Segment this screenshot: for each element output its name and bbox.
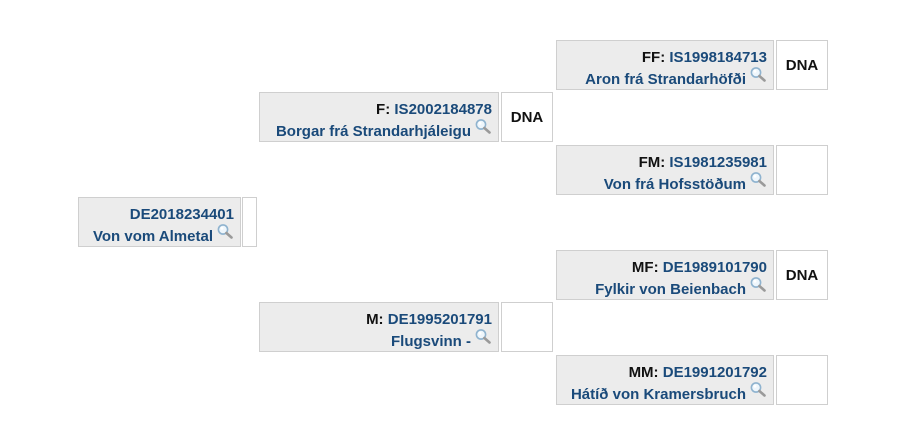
- dam-id-link[interactable]: DE1995201791: [387, 311, 492, 328]
- dam-dna-box: [501, 302, 553, 352]
- sire-card: F: IS2002184878 Borgar frá Strandarhjále…: [259, 92, 499, 142]
- dam-dam-role-label: MM:: [628, 364, 659, 381]
- dam-dam-id-link[interactable]: DE1991201792: [662, 364, 767, 381]
- dam-name-link[interactable]: Flugsvinn -: [391, 333, 471, 350]
- sire-dna-box: DNA: [501, 92, 553, 142]
- dam-sire-dna-label: DNA: [785, 266, 819, 284]
- magnifier-icon[interactable]: [749, 171, 767, 187]
- sire-dam-role-label: FM:: [638, 154, 666, 171]
- sire-sire-dna-box: DNA: [776, 40, 828, 90]
- magnifier-icon[interactable]: [474, 118, 492, 134]
- subject-id-link[interactable]: DE2018234401: [129, 206, 234, 223]
- magnifier-icon[interactable]: [749, 276, 767, 292]
- sire-id-link[interactable]: IS2002184878: [394, 101, 492, 118]
- dam-dam-name-link[interactable]: Hátíð von Kramersbruch: [570, 386, 746, 403]
- sire-role-label: F:: [376, 101, 391, 118]
- sire-sire-id-link[interactable]: IS1998184713: [669, 49, 767, 66]
- subject-name-link[interactable]: Von vom Almetal: [92, 228, 213, 245]
- sire-sire-card: FF: IS1998184713 Aron frá Strandarhöfði: [556, 40, 774, 90]
- magnifier-icon[interactable]: [474, 328, 492, 344]
- sire-sire-name-link[interactable]: Aron frá Strandarhöfði: [585, 71, 746, 88]
- sire-dam-dna-box: [776, 145, 828, 195]
- dam-sire-role-label: MF:: [631, 259, 659, 276]
- dam-sire-dna-box: DNA: [776, 250, 828, 300]
- dam-dam-dna-box: [776, 355, 828, 405]
- magnifier-icon[interactable]: [749, 66, 767, 82]
- sire-dna-label: DNA: [510, 108, 544, 126]
- sire-sire-dna-label: DNA: [785, 56, 819, 74]
- sire-dam-card: FM: IS1981235981 Von frá Hofsstöðum: [556, 145, 774, 195]
- sire-dam-name-link[interactable]: Von frá Hofsstöðum: [603, 176, 746, 193]
- dam-sire-card: MF: DE1989101790 Fylkir von Beienbach: [556, 250, 774, 300]
- subject-dna-box: [242, 197, 257, 247]
- dam-sire-name-link[interactable]: Fylkir von Beienbach: [595, 281, 746, 298]
- dam-role-label: M:: [366, 311, 384, 328]
- dam-dam-card: MM: DE1991201792 Hátíð von Kramersbruch: [556, 355, 774, 405]
- magnifier-icon[interactable]: [216, 223, 234, 239]
- sire-dam-id-link[interactable]: IS1981235981: [669, 154, 767, 171]
- subject-horse-card: DE2018234401 Von vom Almetal: [78, 197, 241, 247]
- magnifier-icon[interactable]: [749, 381, 767, 397]
- dam-sire-id-link[interactable]: DE1989101790: [662, 259, 767, 276]
- dam-card: M: DE1995201791 Flugsvinn -: [259, 302, 499, 352]
- sire-sire-role-label: FF:: [641, 49, 666, 66]
- sire-name-link[interactable]: Borgar frá Strandarhjáleigu: [275, 123, 471, 140]
